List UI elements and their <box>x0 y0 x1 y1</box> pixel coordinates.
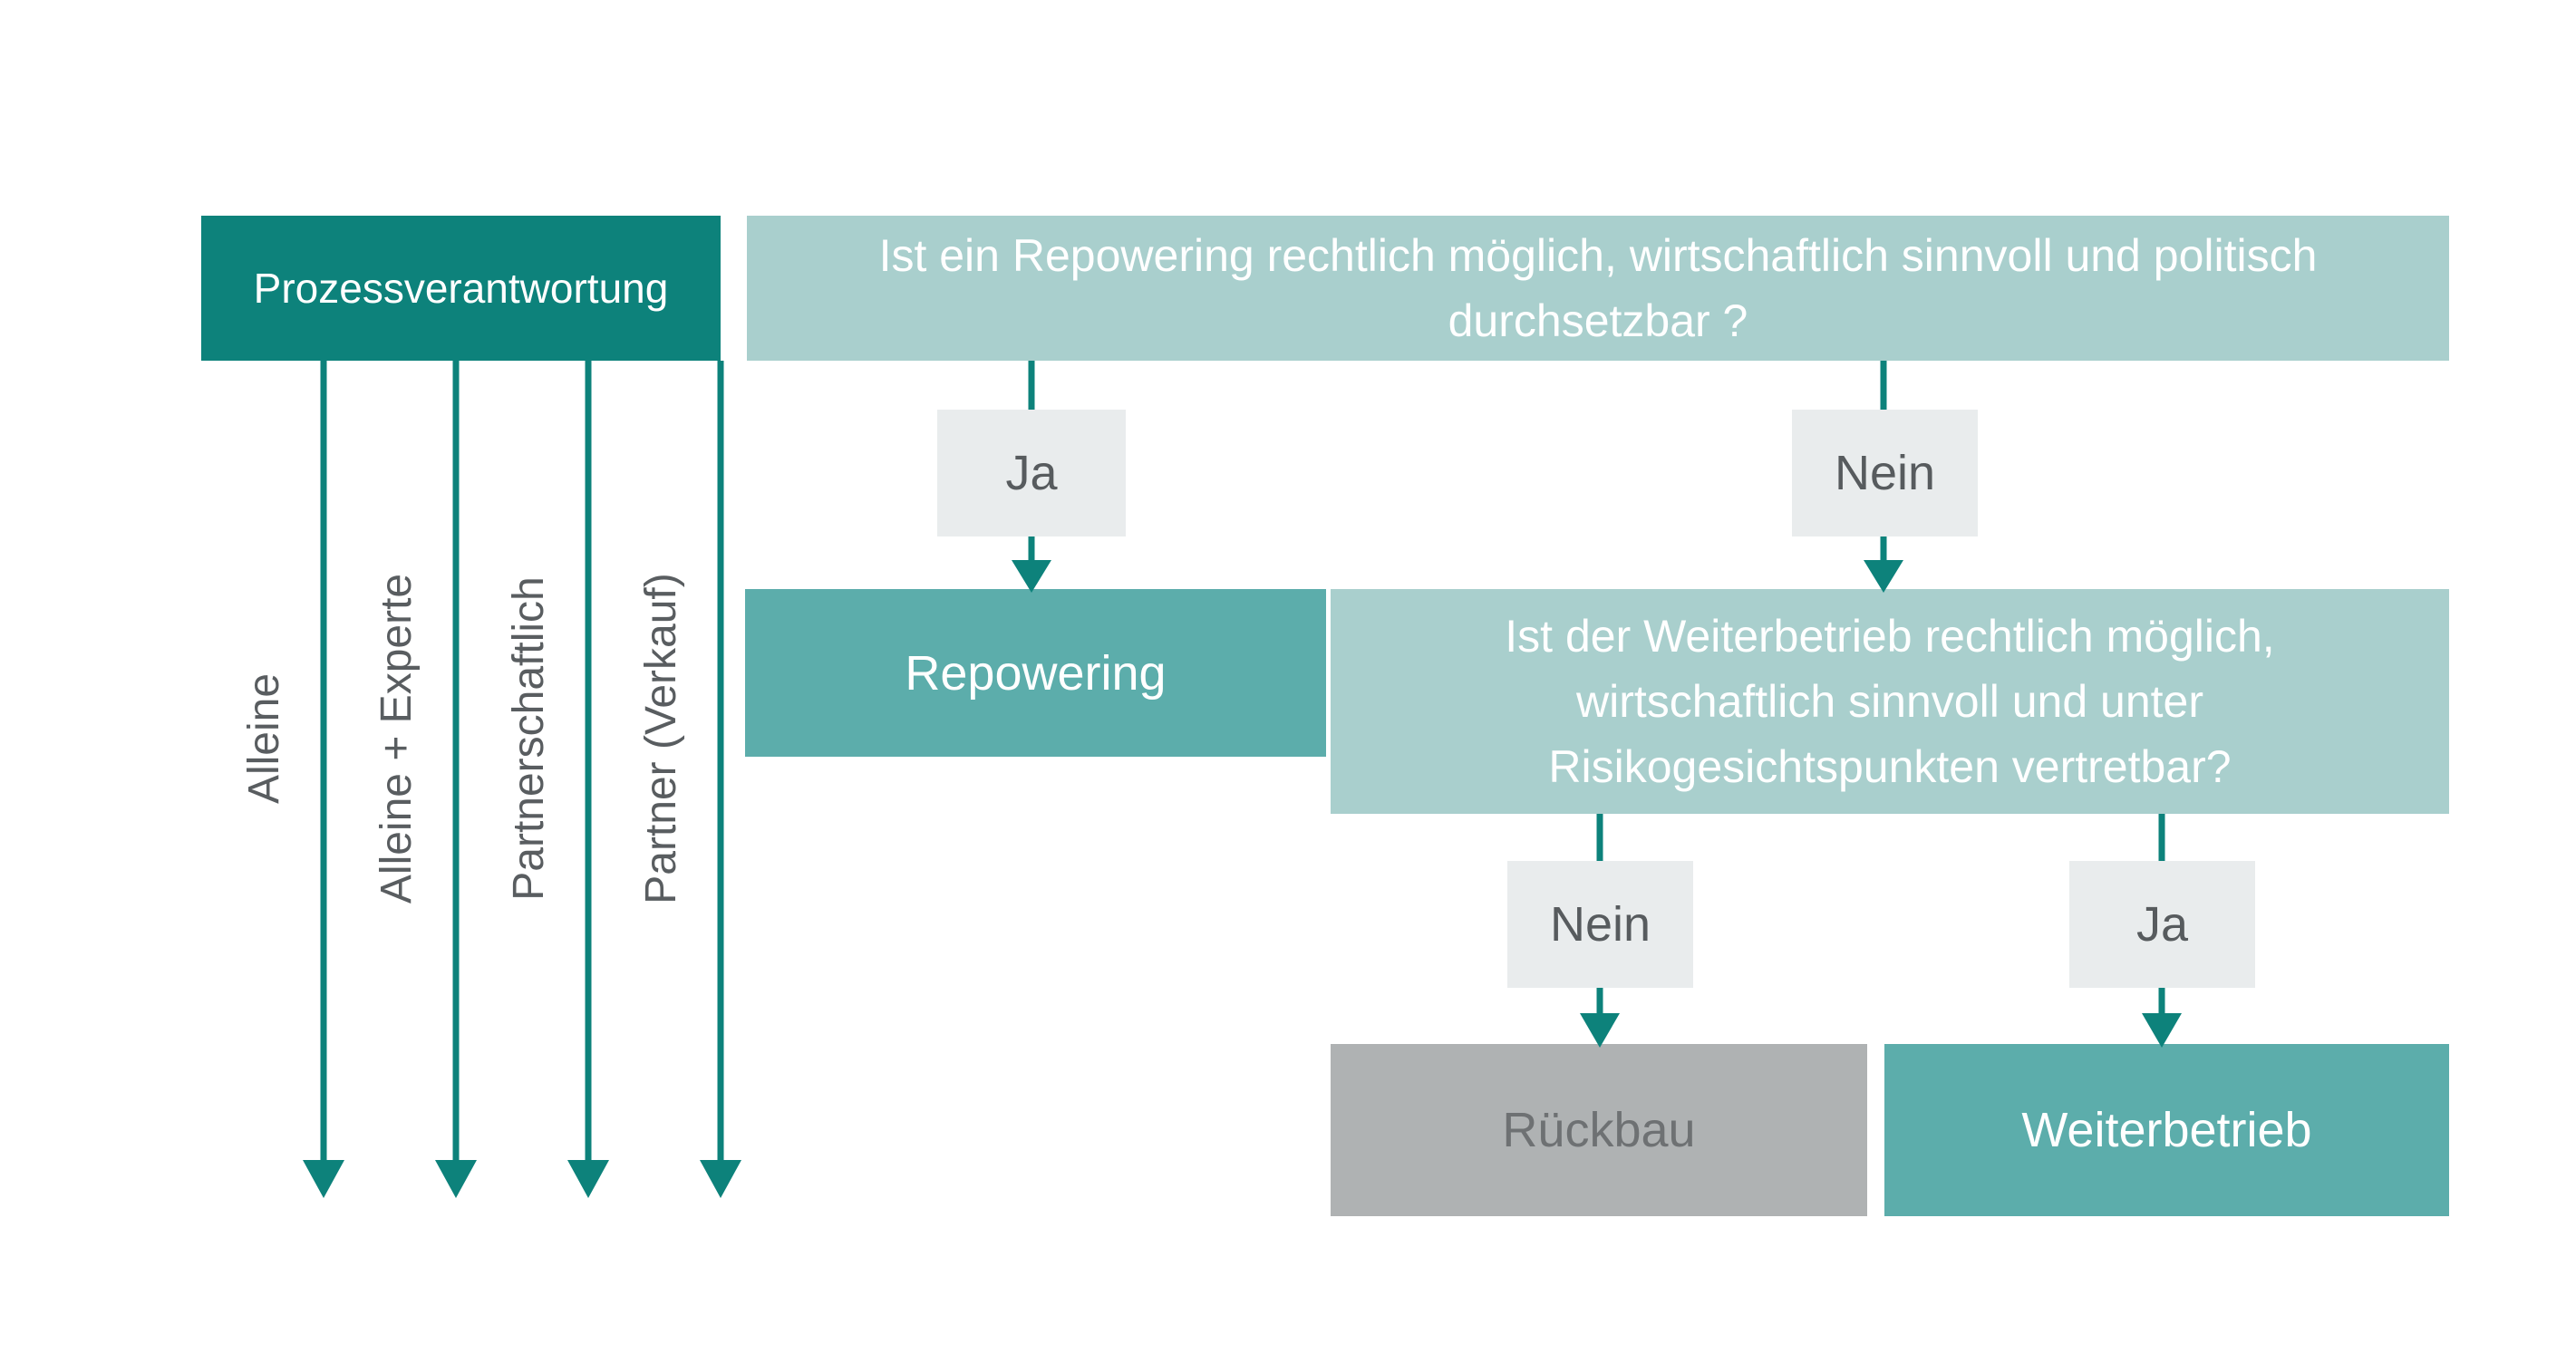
process-arrow-alleine-experte <box>435 361 477 1198</box>
outcome-rueckbau-label: Rückbau <box>1502 1103 1696 1157</box>
outcome-repowering-label: Repowering <box>905 645 1167 701</box>
question-weiterbetrieb-text: Ist der Weiterbetrieb rechtlich möglich,… <box>1505 611 2275 792</box>
branch2-ja-label: Ja <box>2135 897 2189 952</box>
process-option-alleine: Alleine <box>240 672 288 805</box>
process-arrow-partner-verkauf <box>700 361 741 1198</box>
question-repowering-text: Ist ein Repowering rechtlich möglich, wi… <box>878 230 2318 346</box>
branch2-nein-chip: Nein <box>1507 861 1693 988</box>
arrow-ja-to-weiterbetrieb <box>2142 988 2182 1048</box>
question-repowering: Ist ein Repowering rechtlich möglich, wi… <box>747 216 2449 361</box>
process-option-alleine-experte: Alleine + Experte <box>373 573 421 904</box>
question-weiterbetrieb: Ist der Weiterbetrieb rechtlich möglich,… <box>1331 589 2449 814</box>
process-option-partner-verkauf: Partner (Verkauf) <box>637 573 685 904</box>
outcome-weiterbetrieb: Weiterbetrieb <box>1884 1044 2449 1216</box>
arrow-nein-to-rueckbau <box>1580 988 1620 1048</box>
arrow-nein-to-question2 <box>1864 536 1903 593</box>
branch1-nein-chip: Nein <box>1792 410 1978 536</box>
branch2-ja-chip: Ja <box>2069 861 2255 988</box>
outcome-repowering: Repowering <box>745 589 1326 757</box>
arrow-ja-to-repowering <box>1012 536 1051 593</box>
outcome-weiterbetrieb-label: Weiterbetrieb <box>2021 1103 2312 1157</box>
process-arrow-partnerschaftlich <box>567 361 609 1198</box>
branch1-nein-label: Nein <box>1834 446 1936 500</box>
process-responsibility-header: Prozessverantwortung <box>201 216 721 361</box>
branch1-ja-label: Ja <box>1005 446 1058 500</box>
branch2-nein-label: Nein <box>1549 897 1651 952</box>
process-option-partnerschaftlich: Partnerschaftlich <box>505 576 553 901</box>
outcome-rueckbau: Rückbau <box>1331 1044 1867 1216</box>
process-arrow-alleine <box>303 361 344 1198</box>
branch1-ja-chip: Ja <box>937 410 1126 536</box>
process-responsibility-label: Prozessverantwortung <box>253 265 669 312</box>
